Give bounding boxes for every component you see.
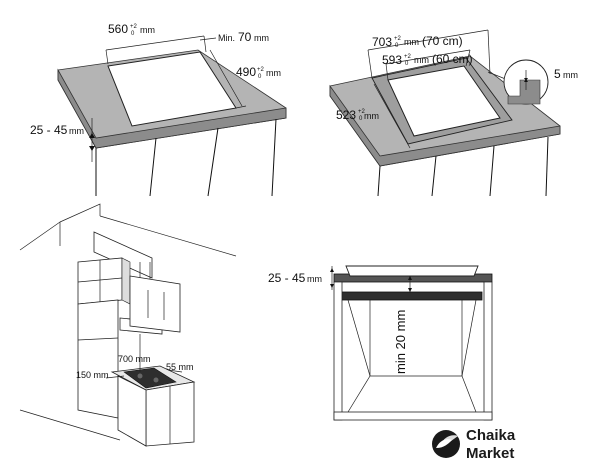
inner-width-alt: (60 cm)	[432, 52, 473, 66]
outer-width-tol-bot: 0	[395, 43, 399, 49]
kitchen-walls	[19, 203, 237, 441]
side-right-dimension-line	[167, 369, 183, 373]
cooktop	[123, 367, 177, 389]
depth-dimension-line	[209, 49, 243, 107]
inner-width-value: 593	[382, 53, 402, 67]
outer-width-unit: mm	[404, 37, 419, 47]
width-unit: mm	[140, 25, 155, 35]
thickness-unit: mm	[307, 274, 322, 284]
depth-tol-bot: 0	[258, 74, 262, 80]
width-value: 560	[108, 22, 128, 36]
step-detail	[487, 59, 549, 105]
width-label: 560	[108, 22, 128, 36]
thickness-value: 25 - 45	[30, 123, 68, 137]
inner-width-unit: mm	[414, 55, 429, 65]
inner-width-tol-bot: 0	[405, 61, 409, 67]
width-tol-top: +2	[130, 24, 138, 30]
min-gap-label: min 20 mm	[393, 310, 408, 374]
width-dimension-line	[105, 35, 205, 51]
depth-dimension-line	[373, 83, 411, 149]
side-right-label: 55 mm	[166, 362, 194, 372]
tall-cabinet	[77, 299, 119, 419]
inner-width-dimension-line	[385, 49, 471, 65]
cabinet-body	[95, 118, 277, 197]
countertop-front-edge	[57, 68, 287, 149]
watermark-line1: Chaika	[466, 427, 516, 444]
panel-recessed-view: 703 +2 0 mm (70 cm) 593 +2 0 mm (60 cm) …	[329, 29, 578, 197]
side-left-dimension-line	[105, 375, 125, 379]
panel-kitchen-view: 700 mm 150 mm 55 mm	[19, 203, 237, 447]
min-edge-value: 70	[238, 30, 252, 44]
outer-width-tol-top: +2	[394, 36, 402, 42]
recess-inner-cutout	[387, 65, 501, 137]
shelf-board	[339, 291, 483, 301]
watermark: Chaika Market	[432, 427, 516, 462]
min-edge-prefix: Min.	[218, 33, 235, 43]
hob-body	[345, 265, 479, 277]
panel-cabinet-section: 25 - 45 mm min 20 mm	[268, 265, 493, 421]
countertop-front-edge	[329, 84, 561, 167]
min-edge-dimension-line	[199, 37, 217, 41]
bird-icon	[432, 430, 460, 458]
upper-cabinets	[77, 257, 181, 333]
step-unit: mm	[563, 70, 578, 80]
outer-width-dimension-line	[367, 29, 489, 51]
width-tol-bot: 0	[131, 31, 135, 37]
side-left-label: 150 mm	[76, 370, 109, 380]
cabinet-body	[377, 136, 549, 197]
depth-tol-top: +2	[358, 109, 366, 115]
depth-unit: mm	[266, 68, 281, 78]
depth-value: 523	[336, 108, 356, 122]
base-cabinet	[110, 365, 196, 447]
inner-width-tol-top: +2	[404, 54, 412, 60]
clearance-label: 700 mm	[118, 354, 151, 364]
outer-width-alt: (70 cm)	[422, 34, 463, 48]
cabinet-carcass	[333, 281, 493, 421]
thickness-value: 25 - 45	[268, 271, 306, 285]
depth-tol-bot: 0	[359, 116, 363, 122]
depth-tol-top: +2	[257, 67, 265, 73]
watermark-line2: Market	[466, 445, 514, 462]
panel-cutout-top-view: 560 +2 0 mm Min. 70 mm 490 +2 0 mm 25 - …	[30, 22, 287, 197]
thickness-unit: mm	[69, 126, 84, 136]
step-value: 5	[554, 67, 561, 81]
min-edge-unit: mm	[254, 33, 269, 43]
outer-width-value: 703	[372, 35, 392, 49]
depth-value: 490	[236, 65, 256, 79]
depth-unit: mm	[364, 111, 379, 121]
